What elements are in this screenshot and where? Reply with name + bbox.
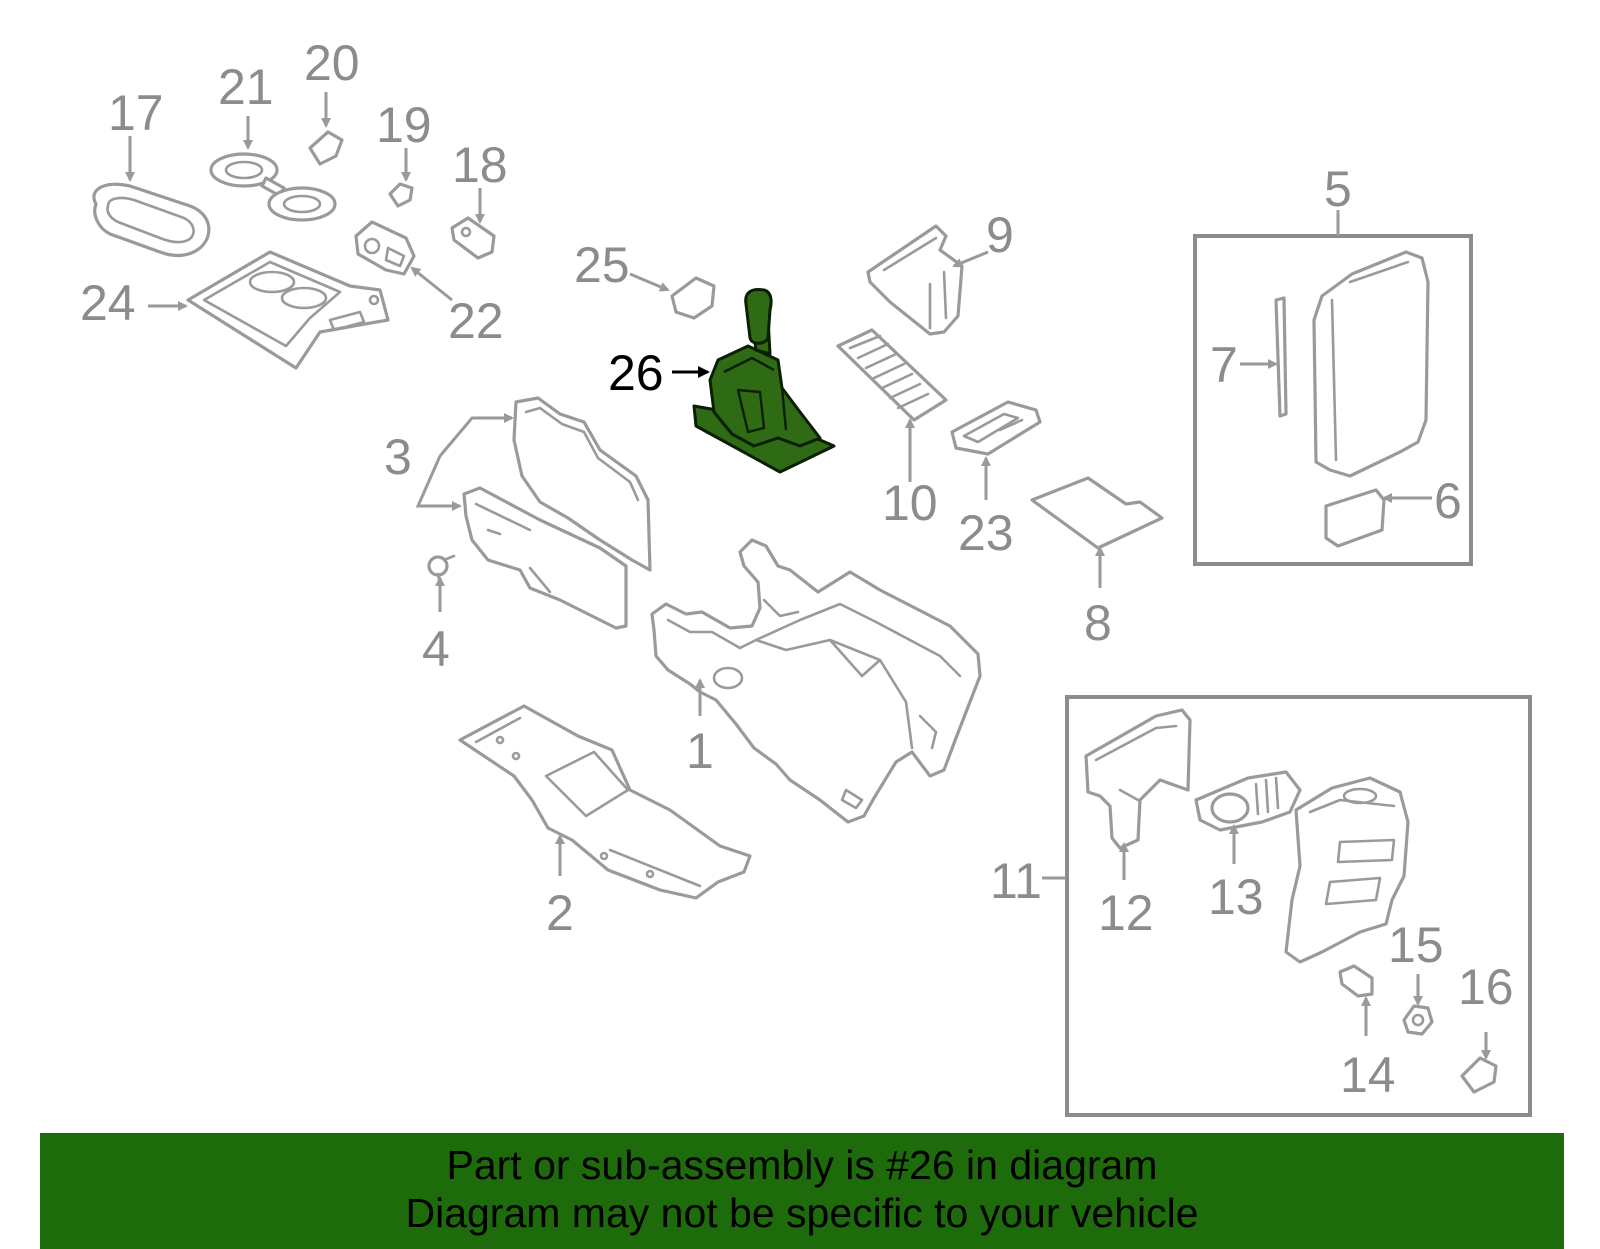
callout-22: 22	[448, 293, 504, 349]
callout-5: 5	[1324, 161, 1352, 217]
callout-15: 15	[1388, 917, 1444, 973]
part-22-switch	[354, 220, 416, 276]
callout-16: 16	[1458, 959, 1514, 1015]
part-15-nut	[1402, 1004, 1434, 1036]
part-21-cupholder-rings	[209, 152, 337, 222]
group-box-5	[1193, 234, 1473, 566]
callout-13: 13	[1208, 869, 1264, 925]
callout-8: 8	[1084, 595, 1112, 651]
callout-6: 6	[1434, 473, 1462, 529]
part-13-power-outlet	[1194, 770, 1302, 832]
callout-18: 18	[452, 137, 508, 193]
part-1-console-body	[650, 538, 982, 824]
callout-10: 10	[882, 475, 938, 531]
part-7-hinge-pin	[1274, 296, 1288, 418]
part-24-cupholder-tray	[186, 250, 390, 370]
callout-19: 19	[376, 97, 432, 153]
callout-26: 26	[608, 345, 664, 401]
part-14-bulb	[1338, 964, 1374, 998]
callout-9: 9	[986, 207, 1014, 263]
callout-1: 1	[686, 723, 714, 779]
callout-11: 11	[990, 853, 1042, 909]
callout-20: 20	[304, 35, 360, 91]
part-20-clip	[308, 130, 344, 166]
part-3-side-panels	[462, 396, 652, 630]
callout-23: 23	[958, 505, 1014, 561]
part-10-grille	[836, 328, 948, 422]
part-19-clip	[388, 182, 414, 208]
callout-2: 2	[546, 885, 574, 941]
part-23-switch-panel	[950, 400, 1042, 456]
part-8-mat	[1030, 476, 1164, 550]
callout-labels: 17 21 20 19 18 24 22 25 26 9 10 23 8 5 7…	[80, 35, 1514, 1103]
disclaimer-banner: Part or sub-assembly is #26 in diagram D…	[40, 1133, 1564, 1249]
part-12-trim-panel	[1084, 708, 1192, 850]
leader-lines	[125, 92, 1491, 1060]
part-2-floor-bracket	[458, 704, 752, 900]
callout-12: 12	[1098, 885, 1154, 941]
callout-21: 21	[218, 59, 274, 115]
callout-17: 17	[108, 85, 164, 141]
callout-4: 4	[422, 621, 450, 677]
part-4-pushpin	[427, 554, 456, 586]
part-9-bracket	[866, 224, 964, 336]
part-6-latch	[1324, 488, 1386, 548]
part-18-plug	[450, 216, 496, 260]
group-box-11	[1065, 695, 1532, 1117]
callout-25: 25	[574, 237, 630, 293]
callout-3: 3	[384, 429, 412, 485]
part-16-clip	[1460, 1056, 1498, 1094]
part-5-armrest-lid	[1312, 250, 1430, 478]
callout-14: 14	[1340, 1047, 1396, 1103]
part-11-rear-console-panel	[1284, 776, 1410, 964]
callout-24: 24	[80, 275, 136, 331]
banner-line-part-number: Part or sub-assembly is #26 in diagram	[446, 1142, 1158, 1188]
part-17-shifter-bezel	[92, 182, 211, 258]
parts-diagram: 17 21 20 19 18 24 22 25 26 9 10 23 8 5 7…	[80, 35, 1532, 1117]
callout-7: 7	[1210, 337, 1238, 393]
part-25-clip	[670, 276, 716, 320]
banner-line-disclaimer: Diagram may not be specific to your vehi…	[405, 1190, 1199, 1236]
part-26-gear-shifter	[692, 288, 836, 474]
